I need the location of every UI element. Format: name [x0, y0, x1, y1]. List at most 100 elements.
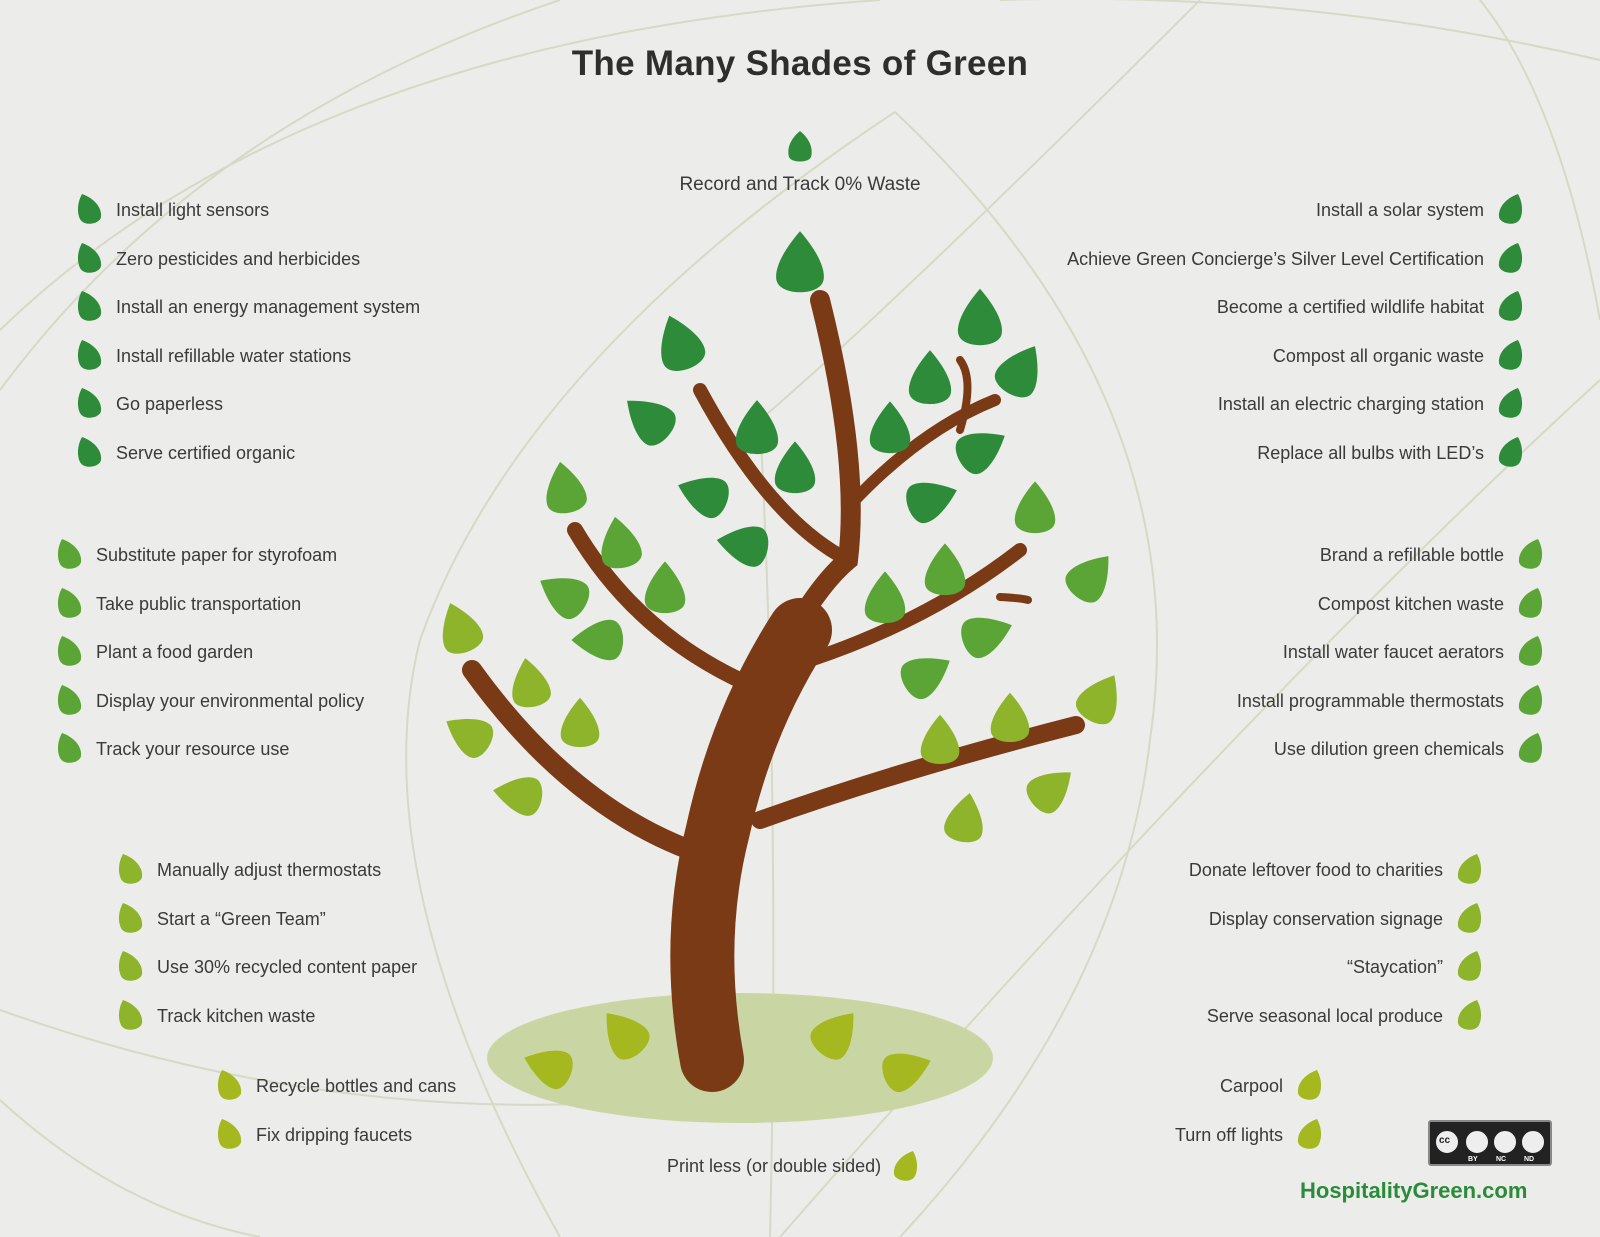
leaf-icon — [117, 853, 145, 887]
leaf-icon — [216, 1118, 244, 1152]
list-item: Install programmable thermostats — [1237, 684, 1544, 718]
list-item: Display your environmental policy — [56, 684, 364, 718]
leaf-icon — [1496, 339, 1524, 373]
tree-leaf — [906, 482, 957, 524]
tree-leaf — [869, 401, 911, 454]
list-item: Donate leftover food to charities — [1189, 853, 1483, 887]
license-badge: cc BY NC ND — [1428, 1120, 1552, 1166]
list-item-label: Carpool — [1219, 1076, 1283, 1096]
list-item: Use 30% recycled content paper — [117, 950, 417, 984]
tree-leaf — [1014, 481, 1056, 534]
by-icon — [1464, 1129, 1490, 1155]
leaf-icon — [1516, 732, 1544, 766]
tree-leaf — [944, 793, 983, 843]
leaf-icon — [56, 538, 84, 572]
leaf-icon — [76, 436, 104, 470]
license-by: BY — [1468, 1156, 1478, 1163]
leaf-icon — [56, 587, 84, 621]
leaf-icon — [785, 130, 815, 166]
list-item-label: Compost all organic waste — [1272, 345, 1484, 366]
list-item-label: Use dilution green chemicals — [1273, 739, 1504, 759]
tree-leaf — [955, 433, 1005, 474]
tree-leaf — [990, 692, 1030, 743]
list-item-label: Achieve Green Concierge’s Silver Level C… — [1067, 248, 1484, 269]
leaf-icon — [117, 902, 145, 936]
list-item: Install an electric charging station — [1218, 387, 1524, 421]
list-item: Install refillable water stations — [76, 339, 351, 373]
page-title: The Many Shades of Green — [571, 44, 1029, 83]
cc-icon: cc — [1434, 1129, 1460, 1155]
leaf-icon — [1455, 999, 1483, 1033]
list-item: Start a “Green Team” — [117, 902, 326, 936]
list-item: Compost all organic waste — [1273, 339, 1524, 373]
bottom-item-label: Print less (or double sided) — [667, 1155, 882, 1176]
tree-leaf — [810, 1013, 854, 1060]
leaf-icon — [1516, 635, 1544, 669]
list-item-label: Serve certified organic — [116, 442, 296, 463]
tree-leaf — [900, 658, 950, 699]
tree-leaf — [678, 477, 729, 519]
list-item-label: Manually adjust thermostats — [157, 860, 382, 880]
list-item: Track your resource use — [56, 732, 289, 766]
list-item-label: Start a “Green Team” — [157, 908, 326, 929]
list-item: Substitute paper for styrofoam — [56, 538, 337, 572]
list-item-label: Install light sensors — [116, 200, 270, 220]
list-item: Go paperless — [76, 387, 223, 421]
list-item-label: Install an electric charging station — [1217, 394, 1484, 414]
list-item: Install a solar system — [1316, 193, 1524, 227]
leaf-icon — [76, 193, 104, 227]
tree-leaf — [882, 1053, 931, 1093]
list-item: Zero pesticides and herbicides — [76, 242, 360, 276]
tree-leaf — [924, 543, 966, 596]
list-item: Display conservation signage — [1209, 902, 1483, 936]
leaf-icon — [1516, 538, 1544, 572]
list-item: Use dilution green chemicals — [1274, 732, 1544, 766]
list-item-label: Install a solar system — [1315, 200, 1484, 220]
list-item: Serve seasonal local produce — [1207, 999, 1483, 1033]
tree-leaf — [606, 1013, 650, 1060]
list-item-label: Display your environmental policy — [96, 690, 365, 711]
list-item: “Staycation” — [1347, 950, 1483, 984]
cc-label: cc — [1439, 1135, 1451, 1146]
tree-leaf — [735, 400, 779, 455]
list-item: Install light sensors — [76, 193, 269, 227]
leaf-icon — [216, 1069, 244, 1103]
list-item-label: Turn off lights — [1174, 1124, 1283, 1145]
site-link[interactable]: HospitalityGreen.com — [1300, 1178, 1528, 1203]
list-item-label: Plant a food garden — [96, 642, 254, 662]
list-item: Track kitchen waste — [117, 999, 315, 1033]
tree-leaf — [540, 578, 590, 619]
leaf-icon — [117, 950, 145, 984]
list-item-label: Install water faucet aerators — [1282, 642, 1504, 662]
leaf-icon — [1455, 950, 1483, 984]
list-item-label: Serve seasonal local produce — [1206, 1005, 1443, 1026]
leaf-icon — [76, 290, 104, 324]
list-item: Recycle bottles and cans — [216, 1069, 456, 1103]
leaf-icon — [1295, 1069, 1323, 1103]
list-item-label: Donate leftover food to charities — [1188, 860, 1443, 880]
list-item-label: Recycle bottles and cans — [256, 1076, 457, 1096]
tree-leaf — [661, 315, 706, 371]
list-item-label: Use 30% recycled content paper — [157, 957, 418, 977]
leaf-icon — [1496, 290, 1524, 324]
list-item-label: Become a certified wildlife habitat — [1216, 297, 1484, 317]
tree-leaf — [920, 714, 960, 765]
list-item-label: Install refillable water stations — [116, 345, 352, 366]
tree-leaf — [571, 619, 624, 661]
list-item-label: Display conservation signage — [1208, 908, 1443, 929]
license-nd: ND — [1524, 1156, 1535, 1163]
leaf-icon — [76, 339, 104, 373]
tree-leaf — [957, 288, 1003, 346]
list-item-label: Take public transportation — [96, 593, 302, 614]
tree-leaf — [1065, 556, 1109, 603]
leaf-icon — [891, 1150, 919, 1184]
tree-leaf — [1076, 675, 1117, 725]
list-item: Take public transportation — [56, 587, 301, 621]
list-item-label: Install programmable thermostats — [1236, 690, 1504, 711]
list-item: Brand a refillable bottle — [1320, 538, 1544, 572]
tree-leaf — [560, 697, 600, 748]
list-item-label: Fix dripping faucets — [256, 1124, 413, 1145]
list-item-label: Go paperless — [116, 394, 224, 414]
tree-leaf — [524, 1050, 573, 1090]
